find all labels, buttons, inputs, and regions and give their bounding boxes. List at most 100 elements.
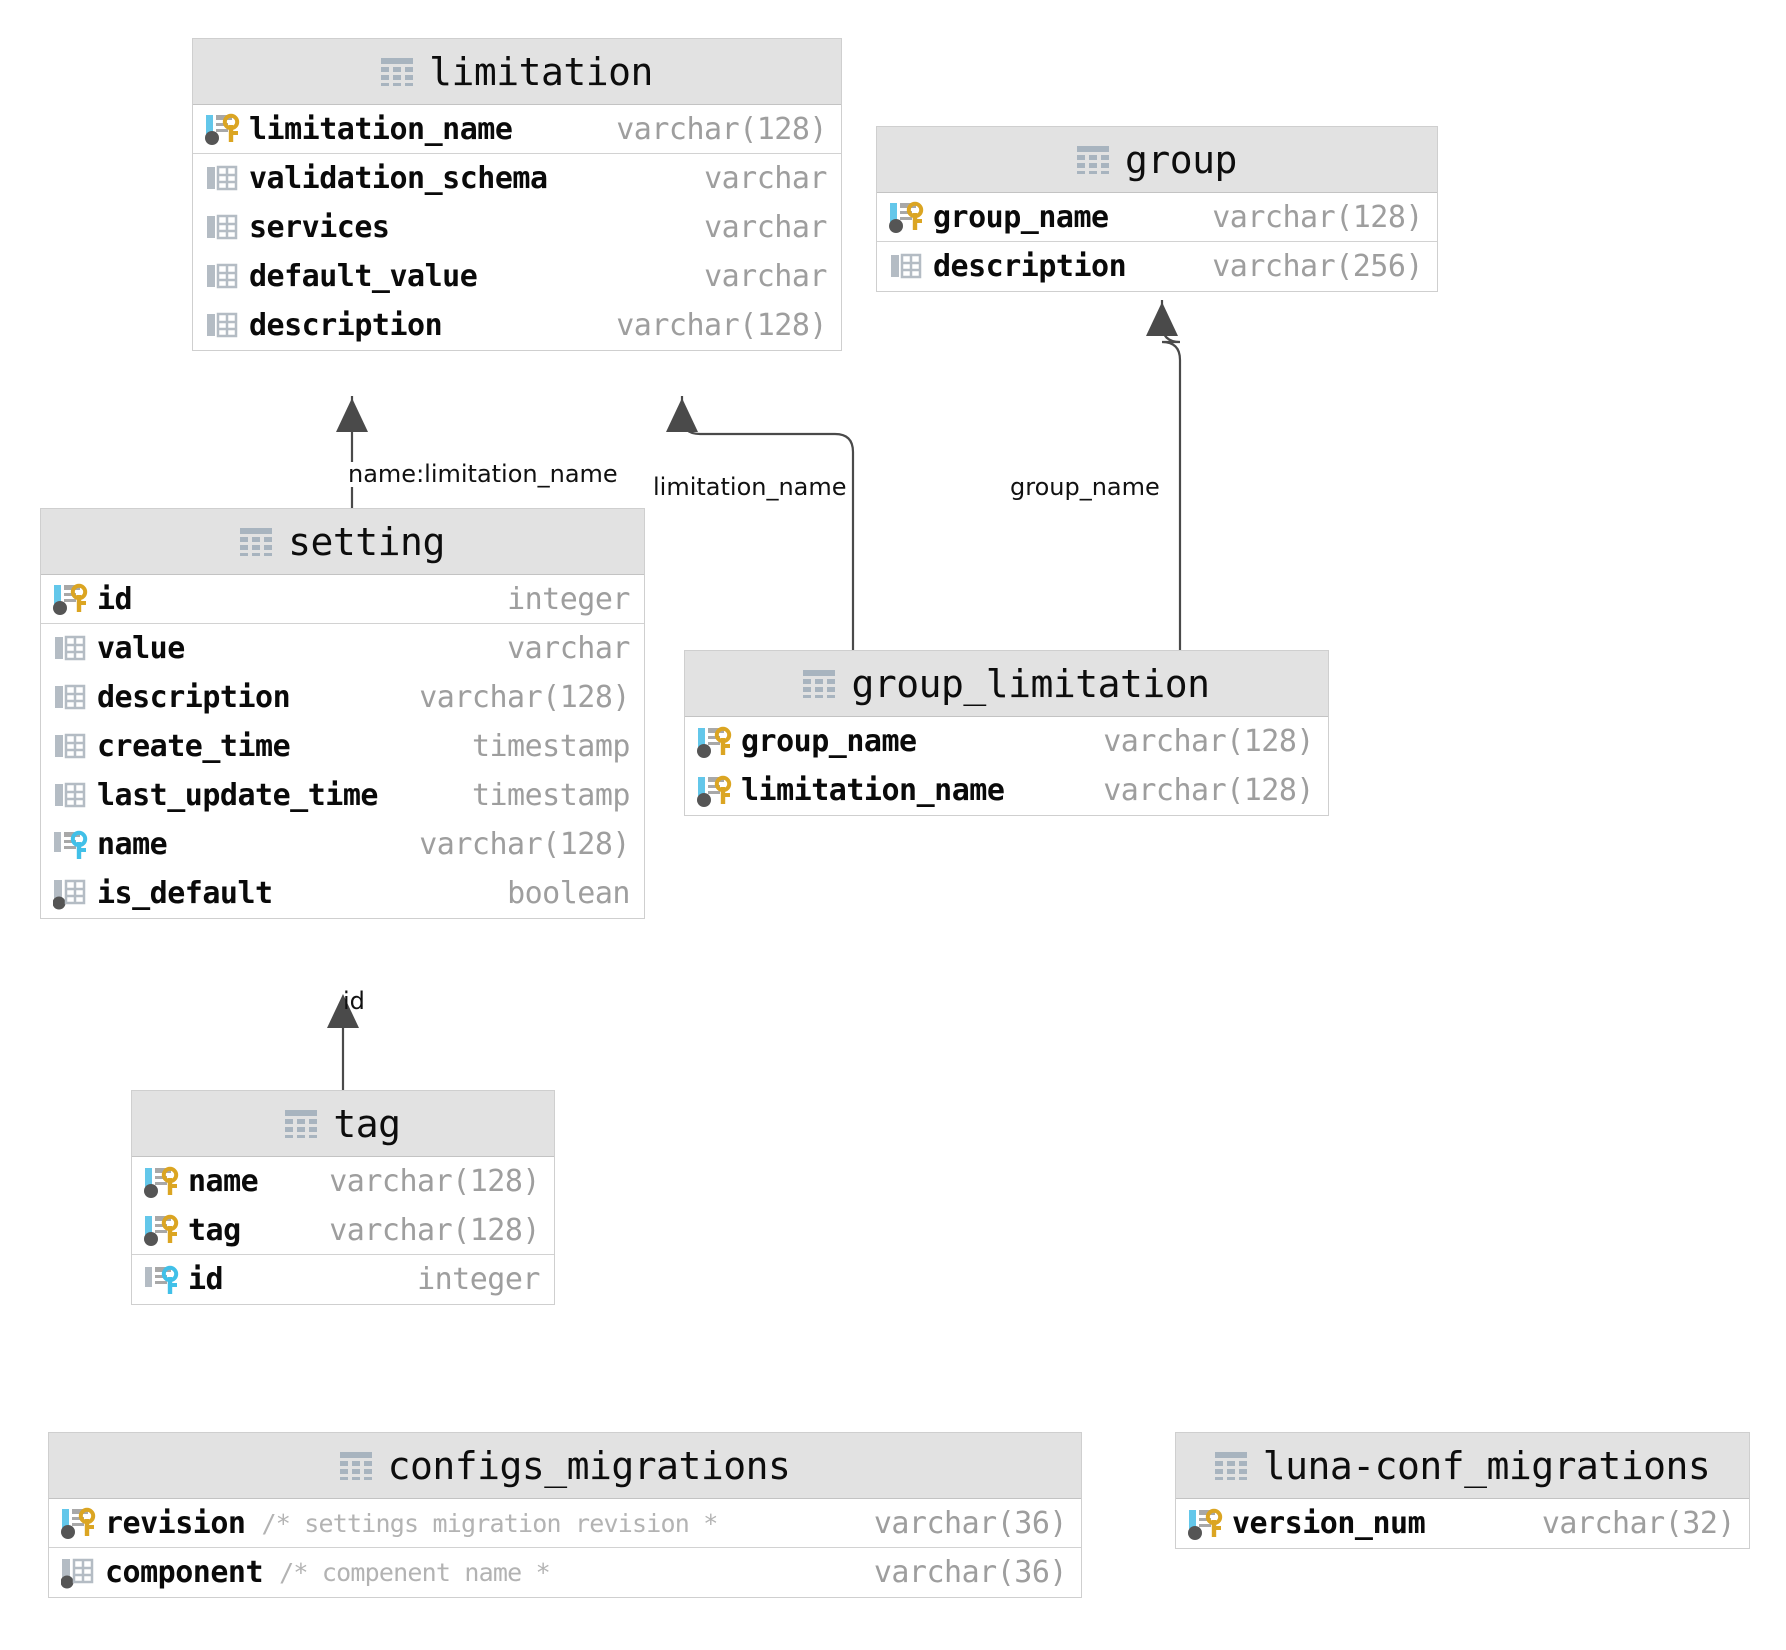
- table-icon: [803, 669, 836, 698]
- column-name: default_value: [249, 259, 478, 294]
- notnull-column-icon: [60, 1556, 99, 1590]
- pk-key-icon: [61, 1506, 99, 1540]
- column-row[interactable]: description varchar(128): [193, 301, 841, 350]
- column-name: group_name: [933, 199, 1109, 235]
- entity-group-limitation[interactable]: group_limitation group_name varchar(128)…: [684, 650, 1329, 816]
- entity-title: group: [1125, 137, 1237, 182]
- column-name: last_update_time: [97, 778, 378, 813]
- column-row[interactable]: value varchar: [41, 624, 644, 673]
- column-type: varchar(32): [1541, 1506, 1736, 1541]
- column-name: limitation_name: [249, 111, 513, 147]
- column-row[interactable]: name varchar(128): [41, 820, 644, 869]
- column-type: timestamp: [471, 778, 631, 813]
- column-row[interactable]: description varchar(256): [877, 242, 1437, 291]
- column-name: revision: [105, 1505, 246, 1541]
- column-type: varchar: [704, 161, 827, 196]
- column-row[interactable]: tag varchar(128): [132, 1206, 554, 1255]
- entity-group[interactable]: group group_name varchar(128) descriptio…: [876, 126, 1438, 292]
- column-type: varchar(128): [1212, 199, 1423, 235]
- column-row[interactable]: version_num varchar(32): [1176, 1499, 1749, 1548]
- entity-header: tag: [132, 1091, 554, 1157]
- pk-key-icon: [144, 1165, 182, 1199]
- column-row[interactable]: services varchar: [193, 203, 841, 252]
- column-type: varchar(256): [1212, 249, 1423, 284]
- notnull-column-icon: [52, 877, 91, 911]
- column-type: varchar(36): [873, 1555, 1068, 1590]
- entity-header: group_limitation: [685, 651, 1328, 717]
- column-row[interactable]: description varchar(128): [41, 673, 644, 722]
- pk-key-icon: [1188, 1507, 1226, 1541]
- entity-title: limitation: [429, 49, 653, 94]
- column-type: integer: [507, 581, 630, 617]
- column-row[interactable]: limitation_name varchar(128): [685, 766, 1328, 815]
- column-row[interactable]: validation_schema varchar: [193, 154, 841, 203]
- column-name: id: [97, 581, 133, 617]
- column-type: varchar: [704, 210, 827, 245]
- entity-header: setting: [41, 509, 644, 575]
- pk-key-icon: [205, 112, 243, 146]
- edge-label-group-limitation-limitation: limitation_name: [653, 473, 847, 501]
- column-row[interactable]: component /* compenent name * varchar(36…: [49, 1548, 1081, 1597]
- column-row[interactable]: name varchar(128): [132, 1157, 554, 1206]
- column-icon: [53, 779, 91, 813]
- column-row[interactable]: default_value varchar: [193, 252, 841, 301]
- entity-title: configs_migrations: [387, 1443, 791, 1488]
- pk-key-icon: [889, 200, 927, 234]
- column-name: name: [188, 1164, 259, 1199]
- column-name: description: [97, 680, 291, 715]
- column-row[interactable]: create_time timestamp: [41, 722, 644, 771]
- column-row[interactable]: is_default boolean: [41, 869, 644, 918]
- column-row[interactable]: id integer: [132, 1255, 554, 1304]
- column-type: varchar(36): [873, 1505, 1068, 1541]
- entity-header: luna-conf_migrations: [1176, 1433, 1749, 1499]
- entity-title: tag: [333, 1101, 401, 1146]
- column-type: varchar(128): [616, 308, 827, 343]
- column-icon: [53, 632, 91, 666]
- pk-key-icon: [697, 725, 735, 759]
- column-icon: [205, 309, 243, 343]
- column-type: timestamp: [471, 729, 631, 764]
- column-icon: [889, 250, 927, 284]
- entity-luna-conf-migrations[interactable]: luna-conf_migrations version_num varchar…: [1175, 1432, 1750, 1549]
- column-name: name: [97, 827, 168, 862]
- column-type: integer: [417, 1262, 540, 1297]
- column-type: varchar(128): [1103, 773, 1314, 808]
- column-type: varchar(128): [419, 680, 630, 715]
- pk-key-icon: [697, 774, 735, 808]
- edge-label-setting-limitation: name:limitation_name: [348, 460, 618, 488]
- table-icon: [1214, 1451, 1247, 1480]
- entity-title: luna-conf_migrations: [1262, 1443, 1711, 1488]
- column-type: varchar(128): [616, 111, 827, 147]
- column-name: limitation_name: [741, 773, 1005, 808]
- column-name: description: [249, 308, 443, 343]
- entity-tag[interactable]: tag name varchar(128) tag varchar(128) i…: [131, 1090, 555, 1305]
- entity-header: limitation: [193, 39, 841, 105]
- edge-setting-to-limitation: [336, 396, 368, 508]
- index-key-icon: [144, 1263, 182, 1297]
- pk-key-icon: [144, 1213, 182, 1247]
- entity-header: group: [877, 127, 1437, 193]
- column-name: component: [105, 1555, 264, 1590]
- column-comment: /* settings migration revision *: [261, 1508, 718, 1538]
- column-type: boolean: [507, 876, 630, 911]
- table-icon: [381, 57, 414, 86]
- entity-configs-migrations[interactable]: configs_migrations revision /* settings …: [48, 1432, 1082, 1598]
- column-icon: [53, 730, 91, 764]
- table-icon: [285, 1109, 318, 1138]
- column-type: varchar(128): [329, 1164, 540, 1199]
- column-row[interactable]: revision /* settings migration revision …: [49, 1499, 1081, 1548]
- column-type: varchar(128): [329, 1212, 540, 1248]
- column-row[interactable]: group_name varchar(128): [685, 717, 1328, 766]
- column-row[interactable]: last_update_time timestamp: [41, 771, 644, 820]
- column-icon: [53, 681, 91, 715]
- column-name: description: [933, 249, 1127, 284]
- entity-title: group_limitation: [851, 661, 1210, 706]
- column-row[interactable]: group_name varchar(128): [877, 193, 1437, 242]
- column-row[interactable]: id integer: [41, 575, 644, 624]
- column-row[interactable]: limitation_name varchar(128): [193, 105, 841, 154]
- table-icon: [1077, 145, 1110, 174]
- column-icon: [205, 211, 243, 245]
- entity-limitation[interactable]: limitation limitation_name varchar(128) …: [192, 38, 842, 351]
- entity-setting[interactable]: setting id integer value varchar descrip…: [40, 508, 645, 919]
